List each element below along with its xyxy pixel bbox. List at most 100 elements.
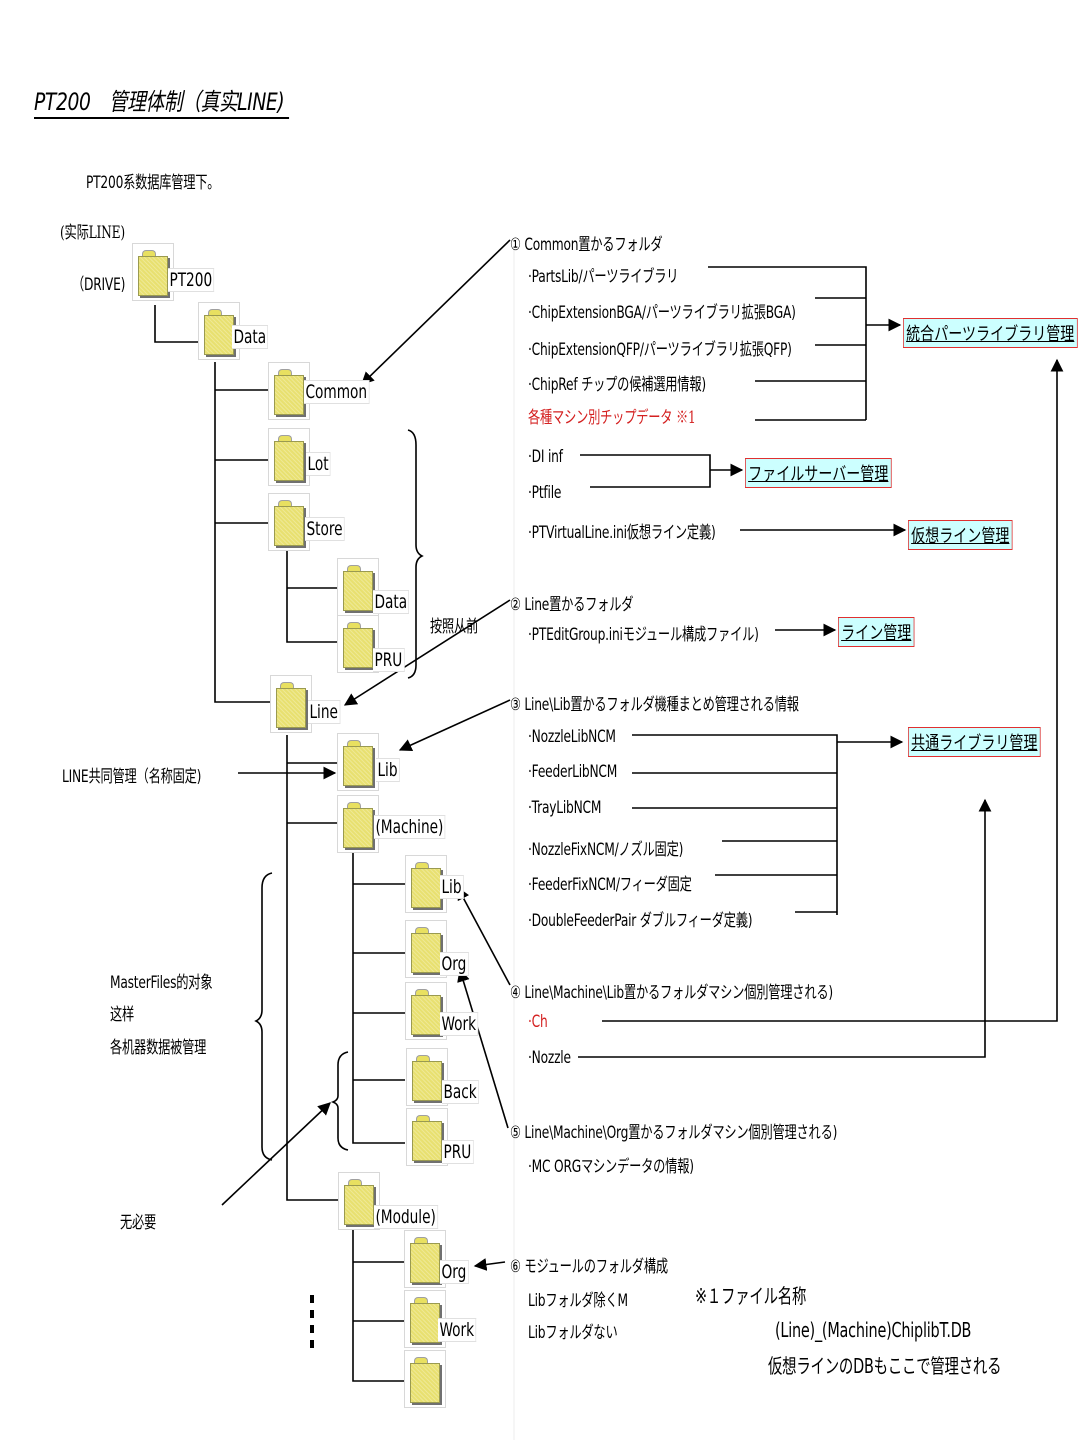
folder-icon[interactable] — [268, 428, 310, 486]
section-2-heading: ② Line置かるフォルダ — [510, 595, 634, 615]
folder-icon[interactable] — [405, 855, 447, 913]
ellipsis-dot — [310, 1295, 314, 1303]
folder-icon[interactable] — [338, 1172, 380, 1230]
folder-icon[interactable] — [337, 795, 379, 853]
section-2-item: ·PTEditGroup.iniモジュール構成ファイル) — [528, 625, 759, 645]
annotation-master-files-2: 这样 — [110, 1005, 135, 1025]
folder-icon[interactable] — [404, 1350, 446, 1408]
section-1-item: ·PartsLib/パーツライブラリ — [528, 267, 679, 287]
folder-label-data[interactable]: Data — [232, 325, 269, 349]
folder-label-module-org[interactable]: Org — [440, 1260, 469, 1284]
folder-label-pt200[interactable]: PT200 — [168, 268, 215, 292]
annotation-not-needed: 无必要 — [120, 1213, 157, 1233]
ellipsis-dot — [310, 1325, 314, 1333]
mgmt-box-file-server: ファイルサーバー管理 — [745, 458, 892, 488]
section-6-item: Libフォルダない — [528, 1323, 618, 1343]
section-3-heading: ③ Line\Lib置かるフォルダ機種まとめ管理される情報 — [510, 695, 799, 715]
folder-label-machine[interactable]: (Machine) — [374, 815, 446, 839]
folder-icon[interactable] — [132, 243, 174, 301]
folder-label-common[interactable]: Common — [304, 380, 370, 404]
file-item-di-inf: ·DI inf — [528, 447, 563, 467]
section-3-item: ·TrayLibNCM — [528, 798, 602, 818]
tree-line-store-trunk — [286, 550, 340, 643]
folder-icon[interactable] — [337, 733, 379, 791]
footnote-note: 仮想ラインのDBもここで管理される — [768, 1354, 1002, 1378]
section-3-item: ·FeederLibNCM — [528, 762, 618, 782]
brace-master-files — [254, 872, 273, 1161]
folder-label-lot[interactable]: Lot — [306, 452, 331, 476]
folder-label-store-data[interactable]: Data — [373, 590, 410, 614]
mgmt-box-integrated-parts: 統合パーツライブラリ管理 — [903, 318, 1078, 348]
section-1-heading: ① Common置かるフォルダ — [510, 235, 663, 255]
footnote-heading: ※１ファイル名称 — [695, 1284, 807, 1308]
tree-line-machine-trunk — [352, 852, 405, 1144]
root-annotation: (实际LINE) — [60, 223, 125, 243]
arrow-s2-to-line — [343, 599, 511, 706]
section-3-item: ·FeederFixNCM/フィーダ固定 — [528, 875, 692, 895]
folder-icon[interactable] — [198, 302, 240, 360]
tree-line-pt200-data — [154, 305, 200, 343]
arrow-s5-to-machine-org — [457, 968, 509, 1129]
folder-icon[interactable] — [404, 1230, 446, 1288]
section-1-item: ·ChipRef チップの候補選用情報) — [528, 375, 706, 395]
section-4-item: ·Nozzle — [528, 1048, 571, 1068]
folder-label-machine-lib[interactable]: Lib — [440, 875, 464, 899]
folder-icon[interactable] — [337, 615, 379, 673]
virtual-line-item: ·PTVirtualLine.ini仮想ライン定義) — [528, 523, 716, 543]
page-title: PT200 管理体制（真实LINE) — [34, 82, 289, 119]
annotation-master-files-3: 各机器数据被管理 — [110, 1038, 207, 1058]
section-3-item: ·NozzleFixNCM/ノズル固定) — [528, 840, 684, 860]
section-3-item: ·NozzleLibNCM — [528, 727, 616, 747]
tree-line-line-trunk — [286, 735, 340, 1201]
folder-icon[interactable] — [404, 1290, 446, 1348]
ellipsis-dot — [310, 1340, 314, 1348]
section-3-item: ·DoubleFeederPair ダブルフィーダ定義) — [528, 911, 753, 931]
tree-line-module-trunk — [352, 1230, 405, 1382]
annotation-master-files-1: MasterFiles的对象 — [110, 973, 213, 993]
folder-icon[interactable] — [406, 1048, 448, 1106]
brace-back-pru — [330, 1051, 349, 1151]
folder-icon[interactable] — [270, 675, 312, 733]
arrow-not-needed-to-brace — [221, 1102, 331, 1206]
folder-icon[interactable] — [337, 558, 379, 616]
section-5-heading: ⑤ Line\Machine\Org置かるフォルダマシン個別管理される) — [510, 1123, 838, 1143]
section-6-heading: ⑥ モジュールのフォルダ構成 — [510, 1257, 668, 1277]
mgmt-box-virtual-line: 仮想ライン管理 — [908, 520, 1013, 550]
folder-icon[interactable] — [268, 362, 310, 420]
folder-label-store-pru[interactable]: PRU — [373, 648, 405, 672]
subtitle: PT200系数据库管理下。 — [86, 173, 220, 193]
ellipsis-dot — [310, 1310, 314, 1318]
folder-label-machine-pru[interactable]: PRU — [442, 1140, 474, 1164]
folder-label-store[interactable]: Store — [305, 517, 345, 541]
folder-label-machine-work[interactable]: Work — [440, 1012, 479, 1036]
drive-label: （DRIVE) — [72, 275, 126, 295]
section-6-item: Libフォルダ除くM — [528, 1291, 628, 1311]
arrow-s1-to-common — [361, 239, 511, 385]
section-4-heading: ④ Line\Machine\Lib置かるフォルダマシン個別管理される) — [510, 983, 833, 1003]
mgmt-box-line: ライン管理 — [838, 617, 915, 647]
section-1-item: ·ChipExtensionQFP/パーツライブラリ拡張QFP) — [528, 340, 792, 360]
tree-line-data-trunk — [214, 362, 270, 703]
brace-as-before — [407, 429, 424, 679]
annotation-as-before: 按照从前 — [430, 617, 479, 637]
file-item-ptfile: ·Ptfile — [528, 483, 562, 503]
section-5-item: ·MC ORGマシンデータの情報) — [528, 1157, 694, 1177]
mgmt-box-common-library: 共通ライブラリ管理 — [908, 727, 1041, 757]
arrow-s6-to-module-org — [473, 1258, 506, 1271]
folder-label-module-work[interactable]: Work — [438, 1318, 477, 1342]
footnote-filename: (Line)_(Machine)ChiplibT.DB — [775, 1318, 972, 1342]
folder-label-module[interactable]: (Module) — [374, 1205, 439, 1229]
folder-label-line-lib[interactable]: Lib — [376, 758, 400, 782]
folder-icon[interactable] — [268, 493, 310, 551]
arrow-nozzle-to-common-library — [578, 798, 992, 1058]
folder-label-machine-back[interactable]: Back — [442, 1080, 479, 1104]
annotation-line-common: LINE共同管理（名称固定) — [62, 767, 202, 787]
arrow-s3-to-lib — [398, 699, 511, 752]
section-1-red-item: 各種マシン別チップデータ ※1 — [528, 408, 696, 428]
folder-icon[interactable] — [406, 1108, 448, 1166]
arrow-s4-to-machine-lib — [457, 886, 511, 986]
folder-label-line[interactable]: Line — [308, 700, 341, 724]
arrow-ch-to-integrated-parts — [602, 358, 1064, 1022]
section-1-item: ·ChipExtensionBGA/パーツライブラリ拡張BGA) — [528, 303, 796, 323]
folder-label-machine-org[interactable]: Org — [440, 952, 469, 976]
